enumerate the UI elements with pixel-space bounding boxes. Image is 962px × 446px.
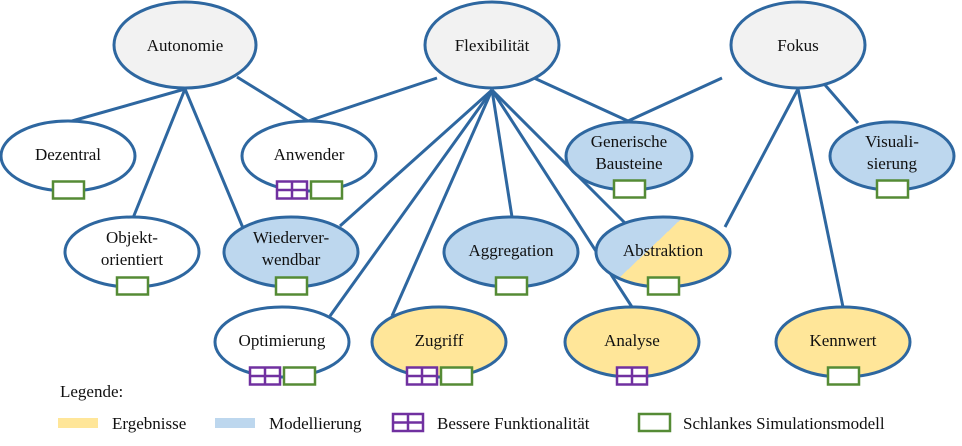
schlankes-simulationsmodell-icon xyxy=(439,366,474,386)
node-flexibilitaet: Flexibilität xyxy=(423,0,561,90)
node-label: Zugriff xyxy=(415,331,464,350)
node-optimierung-shape xyxy=(213,305,351,379)
node-visualisierung: Visuali-sierung xyxy=(828,120,956,199)
legend-label-ergebnisse: Ergebnisse xyxy=(112,414,186,433)
schlankes-simulationsmodell-icon xyxy=(282,366,317,386)
node-label: Dezentral xyxy=(35,145,101,164)
edge-autonomie-objektorientiert xyxy=(131,88,187,219)
legend-label-schlank: Schlankes Simulationsmodell xyxy=(683,414,885,433)
legend-swatch-modellierung xyxy=(215,418,255,428)
node-label: Bausteine xyxy=(595,154,662,173)
schlankes-simulationsmodell-icon xyxy=(612,179,647,199)
node-wiederverwendbar: Wiederver-wendbar xyxy=(222,215,360,296)
node-analyse: Analyse xyxy=(563,305,701,386)
node-aggregation: Aggregation xyxy=(442,215,580,296)
schlankes-simulationsmodell-icon xyxy=(646,276,681,296)
node-anwender: Anwender xyxy=(240,119,378,200)
legend-label-modellierung: Modellierung xyxy=(269,414,362,433)
node-optimierung: Optimierung xyxy=(213,305,351,386)
node-kennwert: Kennwert xyxy=(774,305,912,386)
edge-flexibilitaet-aggregation xyxy=(490,89,514,218)
node-fokus-shape xyxy=(729,0,867,90)
node-label: Wiederver- xyxy=(253,228,330,247)
bessere-funktionalitaet-icon xyxy=(405,366,439,386)
node-label: sierung xyxy=(867,154,918,173)
schlankes-simulationsmodell-icon xyxy=(826,366,861,386)
node-zugriff: Zugriff xyxy=(370,305,508,386)
node-label: Objekt- xyxy=(106,228,158,247)
edge-flexibilitaet-zugriff xyxy=(390,89,494,317)
legend-title: Legende: xyxy=(60,382,123,401)
schlankes-simulationsmodell-icon xyxy=(115,276,150,296)
node-autonomie-shape xyxy=(112,0,258,90)
schlankes-simulationsmodell-icon xyxy=(309,180,344,200)
node-label: Aggregation xyxy=(469,241,554,260)
edge-autonomie-anwender xyxy=(236,75,309,123)
edge-flexibilitaet-generische-bausteine xyxy=(533,76,629,123)
node-label: Analyse xyxy=(604,331,660,350)
edge-flexibilitaet-abstraktion xyxy=(490,88,631,229)
schlankes-simulationsmodell-icon xyxy=(875,179,910,199)
node-objektorientiert: Objekt-orientiert xyxy=(63,215,201,296)
node-anwender-shape xyxy=(240,119,378,193)
edge-autonomie-wiederverwendbar xyxy=(183,88,245,229)
node-flexibilitaet-shape xyxy=(423,0,561,90)
node-fokus: Fokus xyxy=(729,0,867,90)
edges-layer xyxy=(71,75,860,317)
node-label: Abstraktion xyxy=(623,241,704,260)
edge-autonomie-dezentral xyxy=(71,87,186,123)
node-label: Autonomie xyxy=(147,36,224,55)
node-zugriff-shape xyxy=(370,305,508,379)
node-dezentral: Dezentral xyxy=(0,119,137,200)
edge-fokus-generische-bausteine xyxy=(627,76,723,123)
node-label: orientiert xyxy=(101,250,164,269)
edge-fokus-abstraktion xyxy=(723,88,800,228)
edge-flexibilitaet-wiederverwendbar xyxy=(338,88,494,228)
schlankes-simulationsmodell-icon xyxy=(51,180,86,200)
bessere-funktionalitaet-icon xyxy=(248,366,282,386)
node-label: Fokus xyxy=(777,36,819,55)
legend-label-funktion: Bessere Funktionalität xyxy=(437,414,590,433)
legend-funktion-icon xyxy=(391,412,425,433)
node-abstraktion: Abstraktion xyxy=(594,215,732,296)
node-label: Visuali- xyxy=(865,132,919,151)
node-label: Kennwert xyxy=(809,331,876,350)
edge-flexibilitaet-optimierung xyxy=(328,89,494,317)
bessere-funktionalitaet-icon xyxy=(275,180,309,200)
edge-fokus-kennwert xyxy=(796,88,845,308)
node-label: Optimierung xyxy=(239,331,326,350)
schlankes-simulationsmodell-icon xyxy=(494,276,529,296)
node-label: Generische xyxy=(591,132,667,151)
legend: Legende: Ergebnisse Modellierung Bessere… xyxy=(58,382,885,433)
node-label: wendbar xyxy=(262,250,321,269)
schlankes-simulationsmodell-icon xyxy=(274,276,309,296)
legend-schlank-icon xyxy=(637,412,672,433)
node-label: Anwender xyxy=(274,145,345,164)
legend-swatch-ergebnisse xyxy=(58,418,98,428)
node-label: Flexibilität xyxy=(455,36,530,55)
edge-flexibilitaet-anwender xyxy=(307,76,438,123)
bessere-funktionalitaet-icon xyxy=(615,366,649,386)
node-autonomie: Autonomie xyxy=(112,0,258,90)
